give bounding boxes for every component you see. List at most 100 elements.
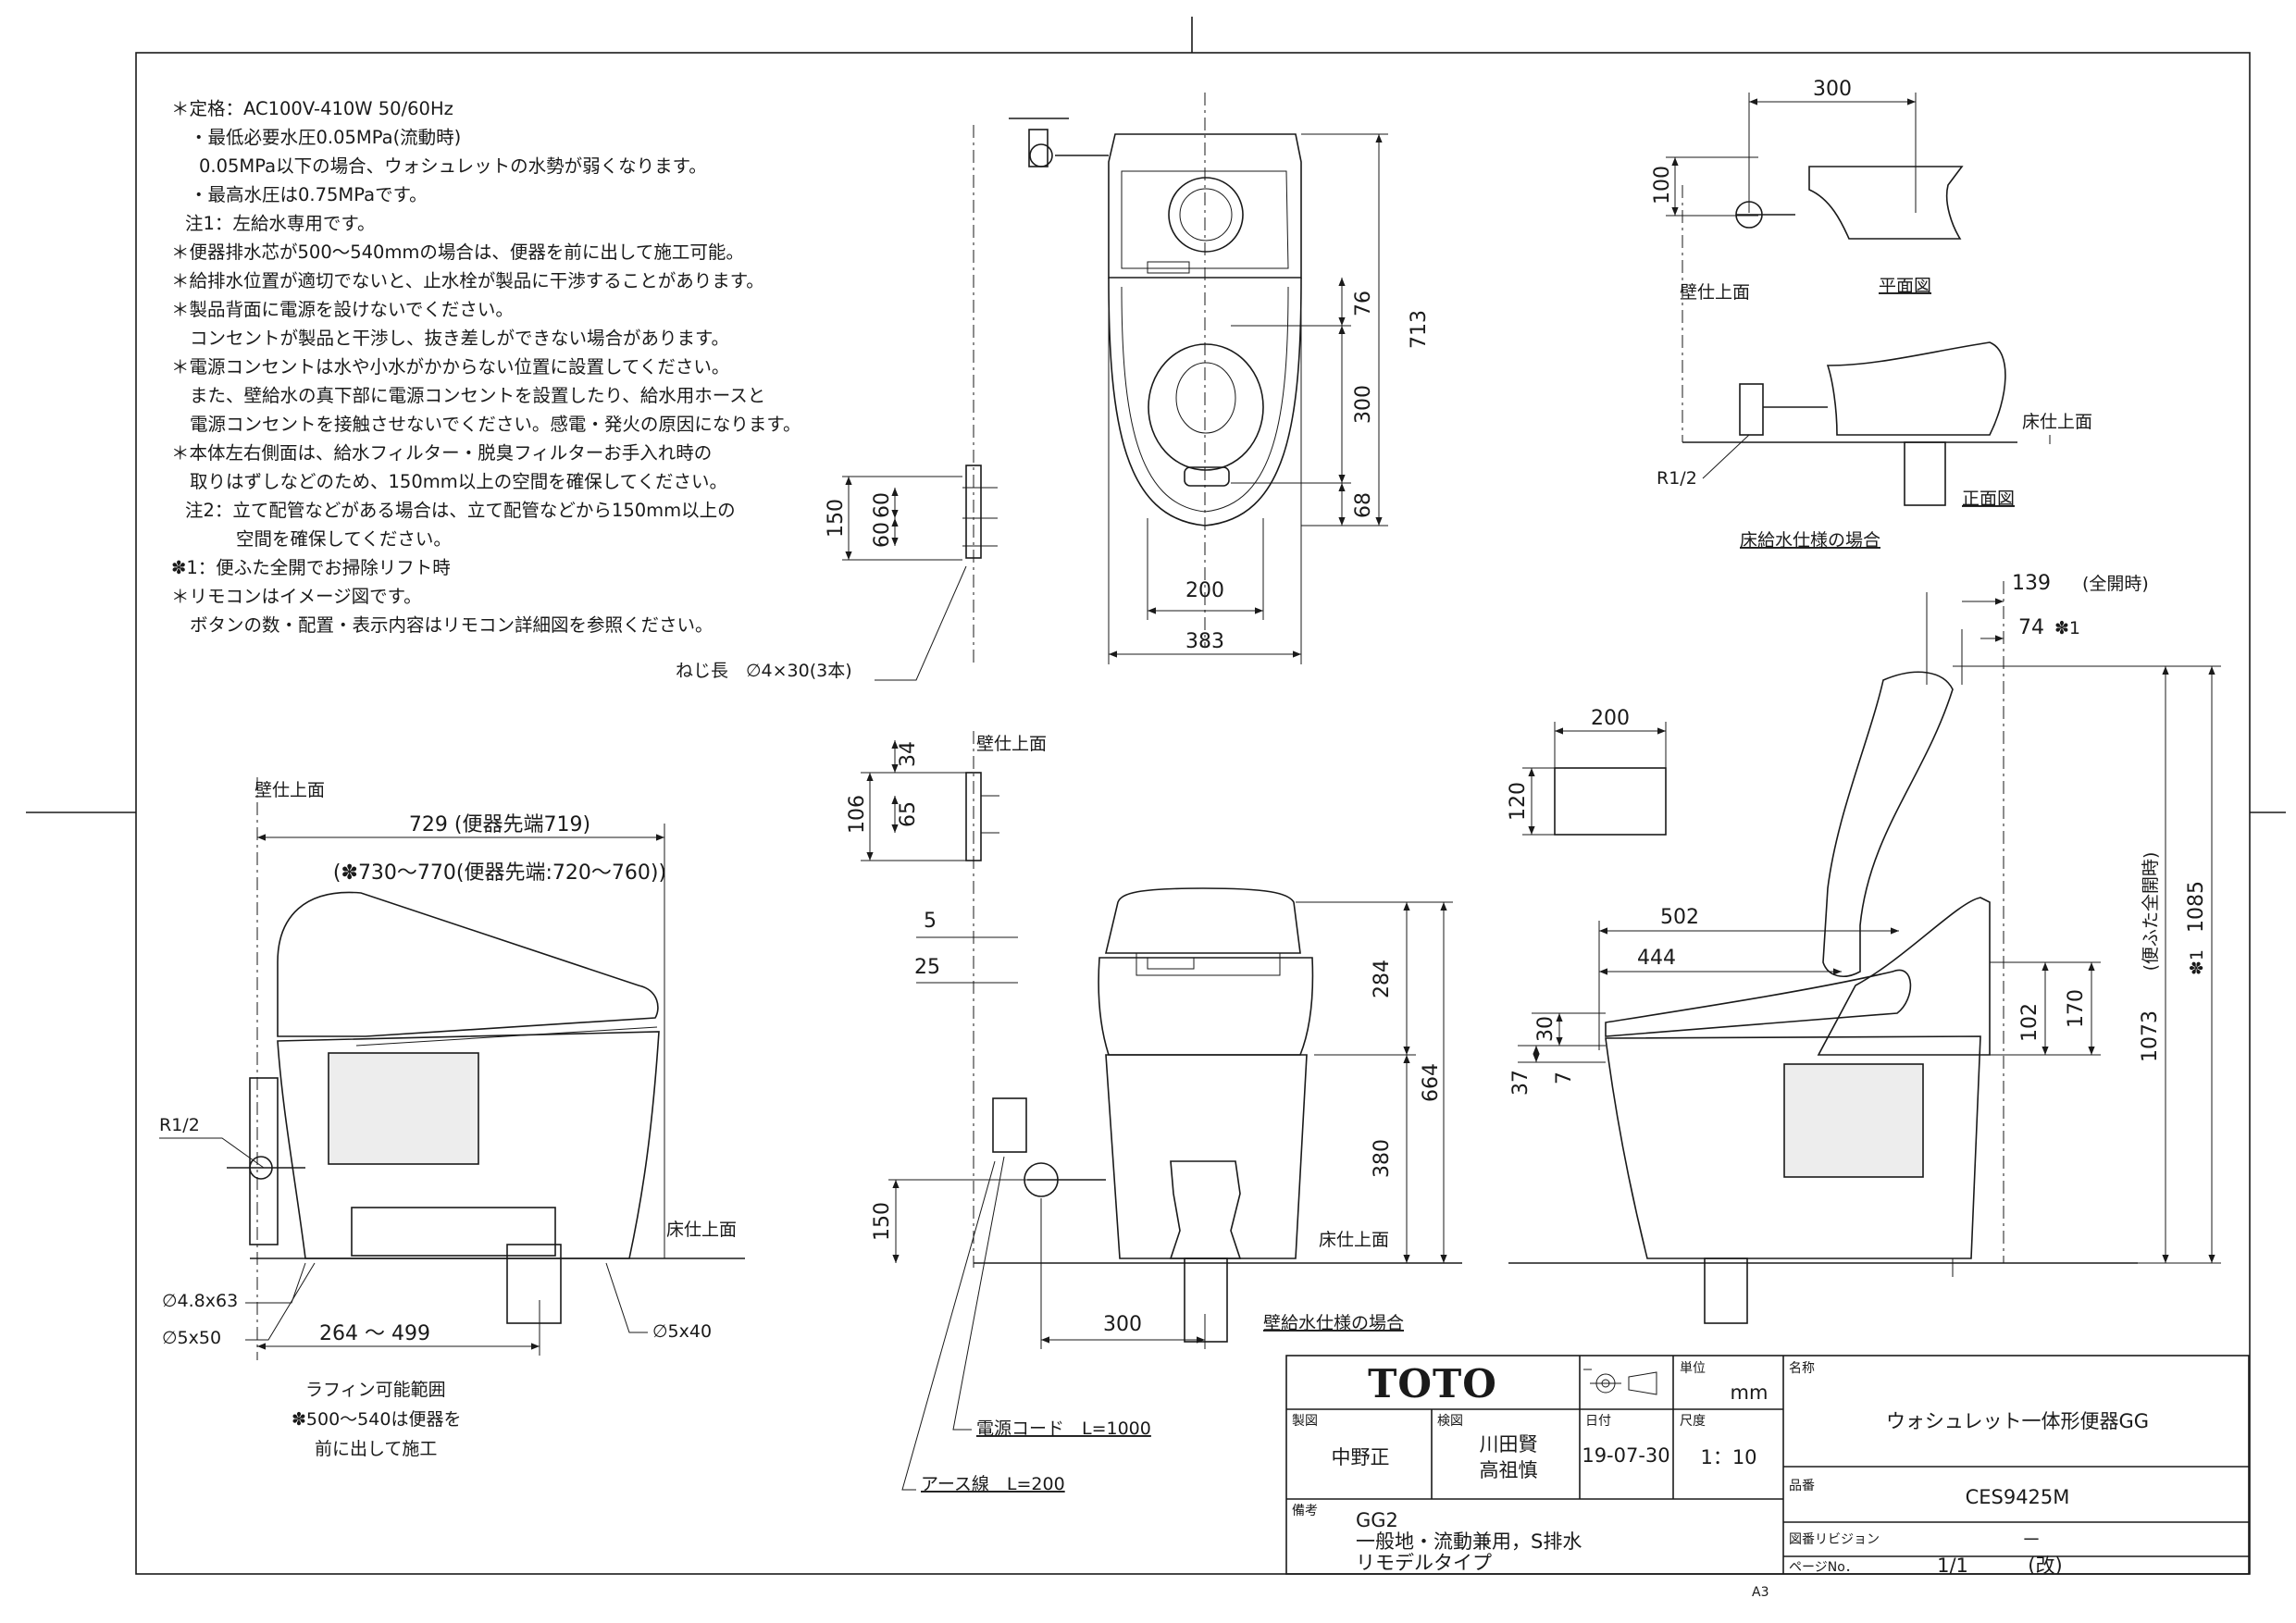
- dim-150: 150: [871, 1202, 894, 1241]
- remarks-label: 備考: [1292, 1504, 1318, 1518]
- earth-wire-label: アース線 L=200: [921, 1474, 1065, 1494]
- note-line: ＊本体左右側面は、給水フィルター・脱臭フィルターお手入れ時の: [171, 442, 712, 464]
- revision-value: －: [2022, 1529, 2042, 1551]
- front-drain-pipe: [1184, 1258, 1228, 1343]
- note-line: ＊定格：AC100V-410W 50/60Hz: [171, 98, 453, 119]
- wall-surface-label: 壁仕上面: [1680, 282, 1750, 303]
- dim-side-264: 264 ～ 499: [319, 1322, 430, 1345]
- note-line: 取りはずしなどのため、150mm以上の空間を確保してください。: [190, 471, 727, 492]
- dim-30: 30: [1534, 1016, 1558, 1042]
- dim-713: 713: [1408, 310, 1431, 349]
- phi-5x50-label: ∅5x50: [162, 1328, 221, 1348]
- wall-remote: [992, 1097, 1027, 1153]
- title-block: TOTO 単位 mm 名称 ウォシュレット一体形便器GG 製図 中野正 検図 川…: [1285, 1355, 2250, 1600]
- dim-5: 5: [924, 910, 937, 933]
- remote-control-view: 200 120: [1507, 707, 1667, 836]
- dim-34: 34: [897, 741, 920, 767]
- dim-284: 284: [1371, 960, 1394, 998]
- dim-side-730: (✽730～770(便器先端:720～760)): [333, 861, 666, 885]
- sheet-border: [135, 52, 2251, 1575]
- mark-1: ✽1: [2187, 949, 2207, 975]
- plan-view-label: 平面図: [1879, 276, 1931, 296]
- note-line: ＊給排水位置が適切でないと、止水栓が製品に干渉することがあります。: [171, 270, 764, 291]
- note-line: ボタンの数・配置・表示内容はリモコン詳細図を参照ください。: [190, 614, 714, 636]
- dim-remote-120: 120: [1507, 782, 1530, 821]
- control-panel: [1147, 261, 1190, 274]
- note-line: ＊便器排水芯が500～540mmの場合は、便器を前に出して施工可能。: [171, 242, 744, 263]
- front-control-strip: [1136, 952, 1281, 976]
- dim-444: 444: [1637, 947, 1676, 970]
- r12-label: R1/2: [1657, 468, 1697, 489]
- lid-open-full-label: (全開時): [2082, 574, 2149, 594]
- note-line: また、壁給水の真下部に電源コンセントを設置したり、給水用ホースと: [190, 385, 765, 406]
- toto-logo: TOTO: [1368, 1361, 1497, 1406]
- revision-label: 図番リビジョン: [1789, 1532, 1880, 1547]
- dim-383: 383: [1185, 630, 1224, 653]
- note-line: ＊リモコンはイメージ図です。: [171, 586, 422, 607]
- paper-size: A3: [1752, 1585, 1769, 1600]
- page-label: ページNo．: [1789, 1560, 1858, 1575]
- right-tank-panel: [1783, 1063, 1924, 1178]
- front-view-label: 正面図: [1962, 489, 2015, 509]
- side-drain-duct: [351, 1207, 556, 1257]
- date-value: 19-07-30: [1582, 1444, 1669, 1467]
- remarks-line: GG2: [1356, 1509, 1398, 1531]
- front-toilet-outline: [1826, 341, 2006, 436]
- dim-300: 300: [1103, 1313, 1142, 1336]
- side-seat-lid: [277, 891, 659, 1037]
- dim-74: 74: [2018, 616, 2044, 639]
- open-lid: [1822, 671, 1954, 977]
- scale-value: 1：10: [1700, 1446, 1756, 1468]
- side-supply-valve: [227, 1077, 305, 1245]
- side-drain-pipe: [506, 1244, 562, 1324]
- plan-toilet-outline: [1808, 166, 1964, 240]
- dim-1085: 1085: [2185, 881, 2208, 933]
- floor-supply-detail: 300 100 壁仕上面 平面図 床仕上面 R1/2 正面図 床給水仕様の場合: [1651, 78, 2092, 551]
- drafter-label: 製図: [1292, 1414, 1318, 1429]
- drafter-name: 中野正: [1332, 1446, 1390, 1468]
- page-value: 1/1: [1937, 1555, 1968, 1577]
- bowl-drain: [1175, 362, 1236, 434]
- dim-37: 37: [1509, 1070, 1533, 1096]
- unit-label: 単位: [1680, 1361, 1706, 1376]
- top-view: 713 76 300 68 200 383 150 60 60: [676, 93, 1431, 681]
- note-line: 注2：立て配管などがある場合は、立て配管などから150mm以上の: [185, 500, 736, 521]
- date-label: 日付: [1585, 1414, 1611, 1429]
- dim-76: 76: [1352, 291, 1375, 316]
- mark-1: ✽1: [2054, 618, 2080, 638]
- dim-139: 139: [2012, 572, 2051, 595]
- unit-value: mm: [1731, 1381, 1769, 1404]
- dim-25: 25: [914, 956, 940, 979]
- note-line: ✽1：便ふた全開でお掃除リフト時: [171, 557, 451, 578]
- supply-valve: [1009, 118, 1109, 167]
- spec-notes: ＊定格：AC100V-410W 50/60Hz ・最低必要水圧0.05MPa(流…: [171, 98, 800, 636]
- right-seat: [1605, 969, 1912, 1037]
- front-remote-panel: [1147, 957, 1195, 970]
- product-name: ウォシュレット一体形便器GG: [1886, 1410, 2149, 1432]
- toilet-tank-inner: [1121, 170, 1289, 269]
- deodorizer-vent: [1168, 177, 1244, 253]
- checker-name: 高祖慎: [1480, 1459, 1538, 1481]
- floor-surface-label: 床仕上面: [1319, 1230, 1389, 1250]
- power-cord-label: 電源コード L=1000: [976, 1419, 1151, 1439]
- dim-106: 106: [846, 795, 869, 834]
- dim-bracket-60: 60: [871, 492, 894, 518]
- note-line: ＊製品背面に電源を設けないでください。: [171, 299, 514, 320]
- wall-bracket: [962, 465, 998, 559]
- right-drain-pipe: [1704, 1258, 1748, 1324]
- nozzle-cover: [1184, 466, 1230, 487]
- dim-300: 300: [1352, 385, 1375, 424]
- lid-open-side-label: (便ふた全開時): [2141, 852, 2161, 972]
- version-mark: (改): [2028, 1555, 2062, 1577]
- scale-label: 尺度: [1680, 1414, 1706, 1429]
- dim-102: 102: [2018, 1003, 2042, 1042]
- model-label: 品番: [1789, 1479, 1815, 1493]
- screw-length-label: ねじ長 ∅4×30(3本): [676, 661, 852, 681]
- remarks-line: リモデルタイプ: [1356, 1552, 1492, 1574]
- side-seat: [355, 1026, 658, 1047]
- note-line: ・最低必要水圧0.05MPa(流動時): [190, 127, 461, 148]
- dim-remote-200: 200: [1591, 707, 1630, 730]
- toilet-bowl-rim: [1121, 286, 1289, 513]
- dim-68: 68: [1352, 492, 1375, 518]
- remarks-line: 一般地・流動兼用，S排水: [1356, 1530, 1582, 1553]
